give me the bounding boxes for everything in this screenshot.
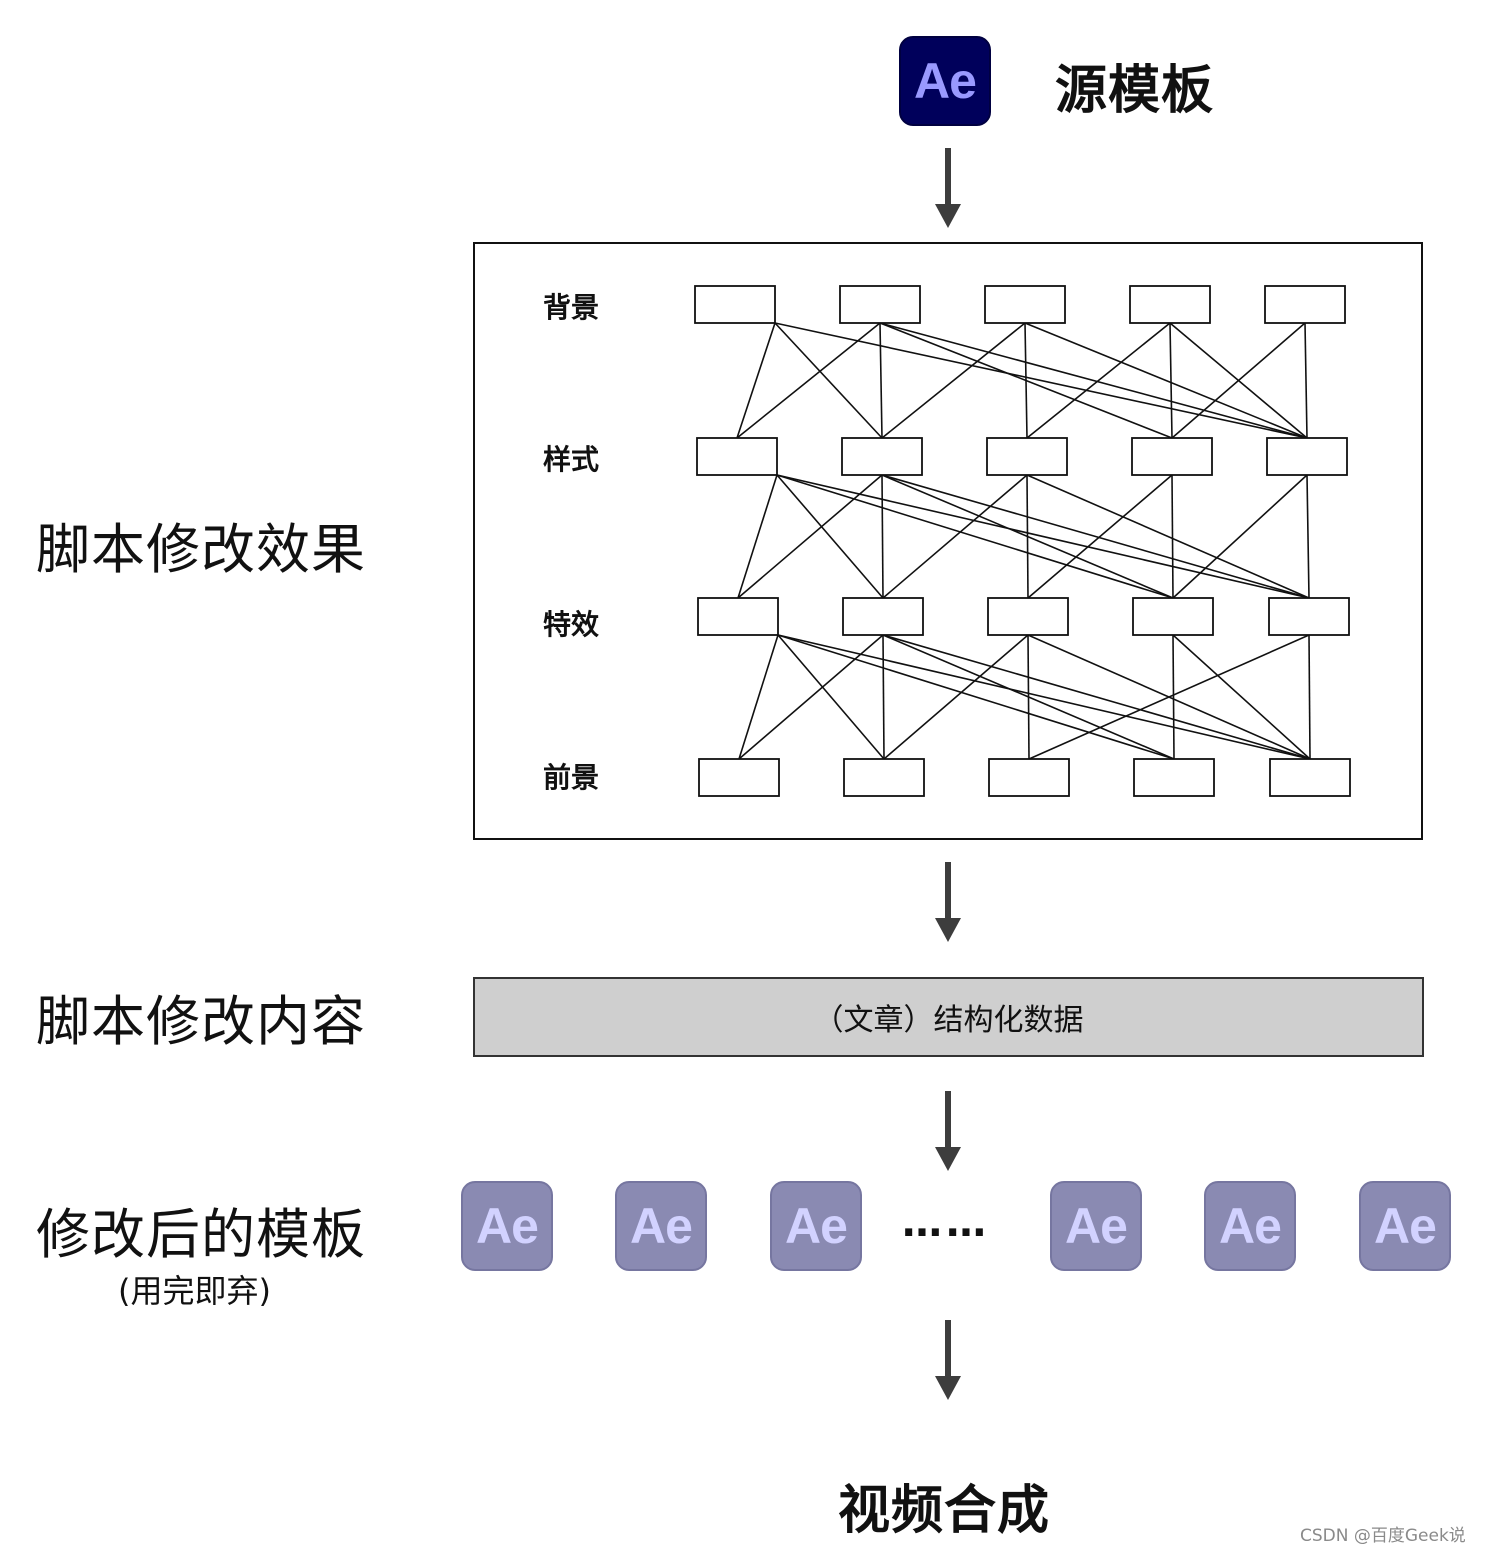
layer-label-background: 背景 <box>543 291 600 324</box>
connection-line <box>1024 322 1308 439</box>
ae-modified-icon: Ae <box>1204 1181 1296 1271</box>
layer-node <box>698 758 780 797</box>
connection-line <box>737 474 778 599</box>
connection-line <box>777 634 1175 760</box>
script-content-label: 脚本修改内容 <box>36 990 366 1053</box>
layer-label-effects: 特效 <box>543 608 600 641</box>
layer-node <box>696 437 778 476</box>
arrow-down-icon <box>935 1091 961 1171</box>
connection-line <box>774 322 883 439</box>
layer-node <box>1131 437 1213 476</box>
connection-line <box>777 634 885 760</box>
layer-node <box>988 758 1070 797</box>
connection-line <box>882 634 885 760</box>
structured-data-label: （文章）结构化数据 <box>813 1003 1084 1038</box>
connection-line <box>736 322 881 439</box>
layer-label-foreground: 前景 <box>543 761 600 794</box>
layer-node <box>987 597 1069 636</box>
connection-line <box>1171 474 1174 599</box>
connection-line <box>1026 322 1171 439</box>
source-template-label: 源模板 <box>1055 61 1215 121</box>
video-synthesis-label: 视频合成 <box>838 1481 1051 1541</box>
modified-template-sublabel: (用完即弃) <box>118 1272 271 1310</box>
ae-modified-icon: Ae <box>1050 1181 1142 1271</box>
connection-line <box>1028 634 1310 760</box>
ae-modified-icon: Ae <box>615 1181 707 1271</box>
layer-label-style: 样式 <box>543 443 600 476</box>
layer-node <box>839 285 921 324</box>
connection-line <box>776 474 884 599</box>
layer-node <box>697 597 779 636</box>
connection-line <box>1027 634 1030 760</box>
script-effects-label: 脚本修改效果 <box>36 518 366 581</box>
layer-node <box>1264 285 1346 324</box>
ae-modified-icon: Ae <box>461 1181 553 1271</box>
layer-node <box>843 758 925 797</box>
layer-node <box>1133 758 1215 797</box>
layer-node <box>984 285 1066 324</box>
layer-node <box>1269 758 1351 797</box>
connection-line <box>774 322 1308 439</box>
connection-line <box>777 634 1311 760</box>
layer-node <box>1132 597 1214 636</box>
connection-line <box>1026 474 1310 599</box>
ae-modified-icon: Ae <box>770 1181 862 1271</box>
connection-line <box>881 474 1310 599</box>
connection-line <box>737 474 883 599</box>
connection-line <box>1172 474 1308 599</box>
connection-line <box>882 634 1311 760</box>
connection-line <box>1027 474 1173 599</box>
layer-node <box>986 437 1068 476</box>
connection-line <box>1169 322 1173 439</box>
connection-line <box>881 474 884 599</box>
connection-line <box>738 634 884 760</box>
watermark: CSDN @百度Geek说 <box>1300 1526 1466 1546</box>
connection-line <box>883 634 1029 760</box>
connection-line <box>879 322 883 439</box>
layer-node <box>694 285 776 324</box>
connection-line <box>736 322 776 439</box>
connection-line <box>1172 634 1175 760</box>
connection-line <box>1172 634 1311 760</box>
modified-template-label: 修改后的模板 <box>36 1203 366 1266</box>
connection-line <box>1026 474 1029 599</box>
connection-line <box>1308 634 1311 760</box>
layer-node <box>1268 597 1350 636</box>
connection-line <box>879 322 1308 439</box>
connection-line <box>738 634 779 760</box>
connection-line <box>776 474 1310 599</box>
connection-line <box>1306 474 1310 599</box>
layer-node <box>1266 437 1348 476</box>
effects-network-panel <box>473 242 1423 840</box>
connection-line <box>1024 322 1028 439</box>
layer-node <box>841 437 923 476</box>
ellipsis: …… <box>902 1200 990 1246</box>
connection-line <box>776 474 1174 599</box>
arrow-down-icon <box>935 862 961 942</box>
arrow-down-icon <box>935 148 961 228</box>
structured-data-box: （文章）结构化数据 <box>473 977 1424 1057</box>
layer-node <box>1129 285 1211 324</box>
ae-modified-icon: Ae <box>1359 1181 1451 1271</box>
arrow-down-icon <box>935 1320 961 1400</box>
connection-line <box>881 322 1026 439</box>
connection-line <box>1171 322 1306 439</box>
layer-node <box>842 597 924 636</box>
connection-line <box>1304 322 1308 439</box>
connection-line <box>882 474 1028 599</box>
ae-source-icon: Ae <box>899 36 991 126</box>
